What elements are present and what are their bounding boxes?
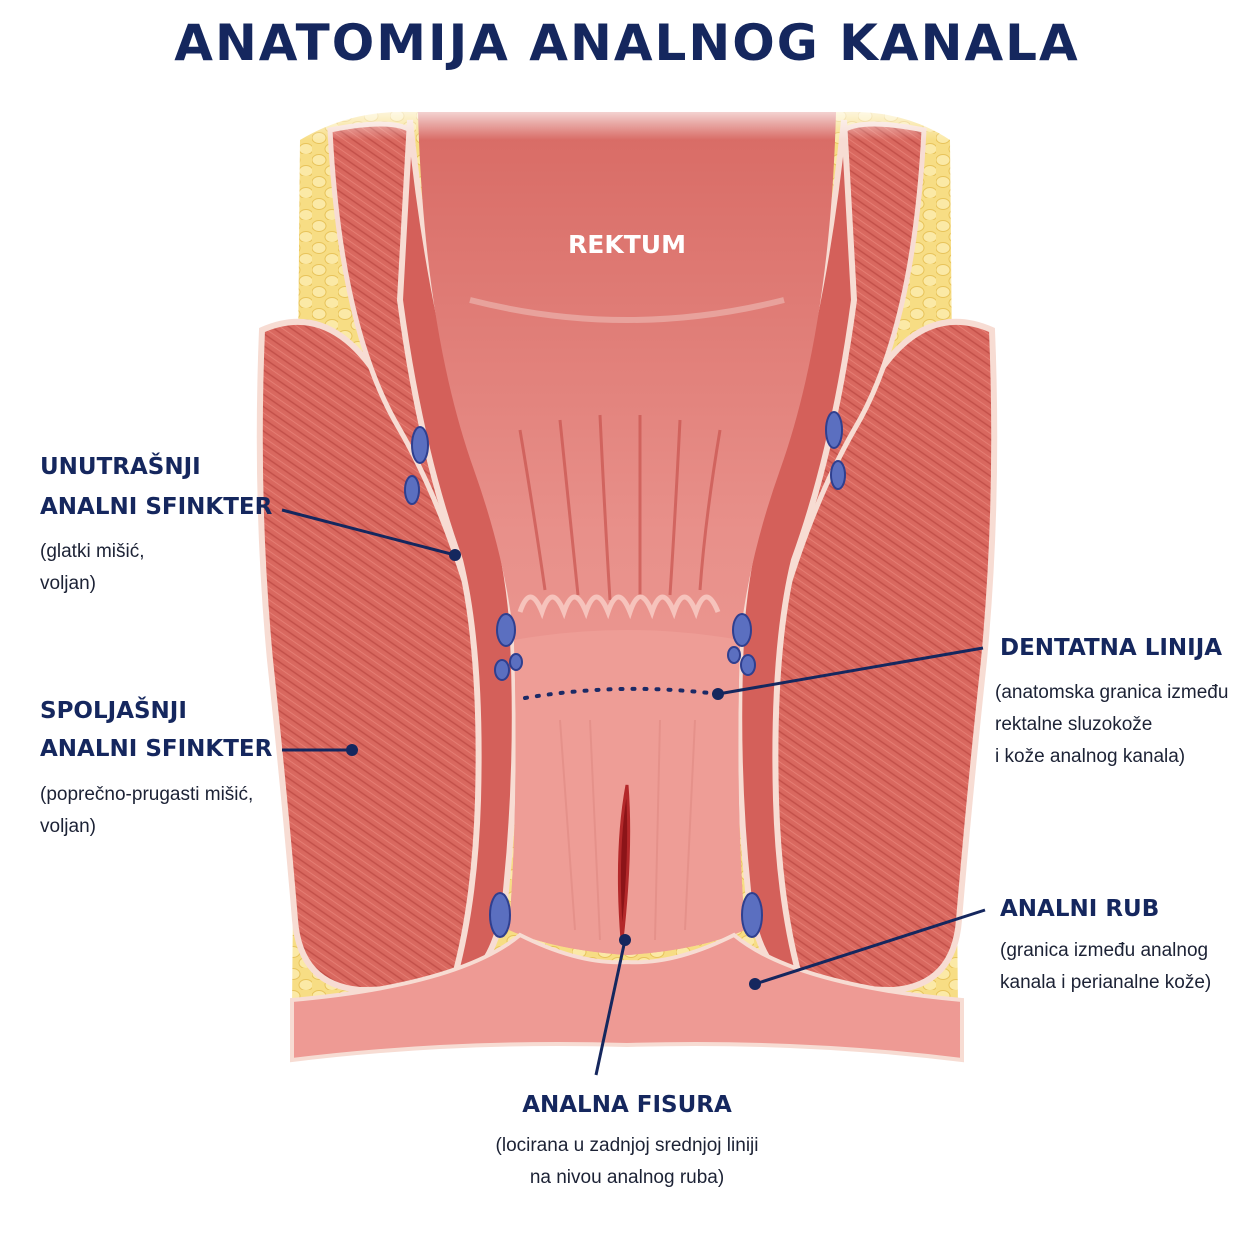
anoderm-striations — [559, 719, 696, 941]
veins — [404, 411, 846, 938]
external-sphincter-desc2: voljan) — [40, 816, 96, 837]
anal-columns — [518, 414, 722, 601]
leader-dentate-line — [717, 646, 984, 696]
anal-verge-desc2: kanala i perianalne kože) — [1000, 972, 1212, 993]
anal-fissure-title: ANALNA FISURA — [522, 1092, 732, 1118]
anal-valves — [517, 594, 721, 620]
dentate-line-desc2: rektalne sluzokože — [995, 714, 1153, 735]
external-sphincter-desc1: (poprečno-prugasti mišić, — [40, 784, 254, 805]
leader-anal-fissure — [594, 939, 627, 1076]
dentate-dotted-line — [523, 686, 720, 700]
anal-fissure-desc2: na nivou analnog ruba) — [529, 1167, 725, 1188]
anal-verge-desc1: (granica između analnog — [1000, 940, 1209, 961]
diagram-title: ANATOMIJA ANALNOG KANALA — [174, 14, 1080, 72]
external-sphincter-title1: SPOLJAŠNJI — [40, 698, 187, 724]
internal-sphincter-desc1: (glatki mišić, — [40, 541, 145, 562]
dentate-line-desc3: i kože analnog kanala) — [995, 746, 1186, 767]
leader-internal-sphincter — [281, 508, 456, 557]
internal-sphincter-title1: UNUTRAŠNJI — [40, 454, 201, 480]
internal-sphincter-title2: ANALNI SFINKTER — [40, 494, 273, 520]
dentate-line-desc1: (anatomska granica između — [995, 682, 1229, 703]
perianal-skin — [290, 932, 964, 1063]
rektum-label: REKTUM — [568, 230, 686, 259]
anal-verge-title: ANALNI RUB — [1000, 896, 1160, 922]
internal-sphincter-desc2: voljan) — [40, 573, 96, 594]
dentate-line-title: DENTATNA LINIJA — [1000, 635, 1223, 661]
external-sphincter-title2: ANALNI SFINKTER — [40, 736, 273, 762]
leader-anal-verge — [754, 908, 986, 986]
anal-fissure-desc1: (locirana u zadnjoj srednjoj liniji — [495, 1135, 759, 1156]
rectal-fold — [469, 297, 785, 323]
